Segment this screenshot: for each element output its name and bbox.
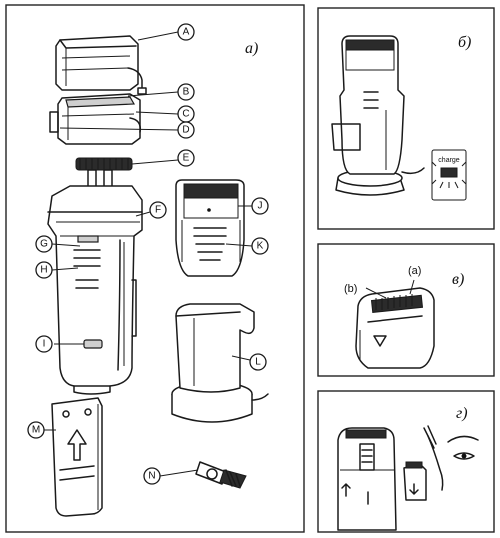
callout-G: G (35, 235, 53, 253)
charge-indicator-drawing: charge (431, 149, 467, 201)
callout-I: I (35, 335, 53, 353)
svg-text:H: H (40, 265, 47, 276)
trimmer-sideburn-drawing (403, 425, 479, 501)
callout-A: A (177, 23, 195, 41)
panel-v-label: в) (452, 271, 464, 288)
callout-K: K (251, 237, 269, 255)
panel-a-label: а) (245, 40, 258, 57)
svg-text:A: A (183, 27, 190, 38)
cutter-block-drawing (49, 93, 142, 145)
svg-text:M: M (32, 425, 40, 436)
callout-M: M (27, 421, 45, 439)
svg-text:L: L (255, 357, 261, 368)
cleaning-brush-drawing (195, 461, 247, 489)
callout-C: C (177, 105, 195, 123)
svg-text:K: K (257, 241, 264, 252)
panel-b-frame (317, 7, 495, 230)
svg-text:B: B (183, 87, 190, 98)
svg-text:D: D (182, 125, 189, 136)
panel-a-frame (5, 4, 305, 533)
callout-E: E (177, 149, 195, 167)
callout-H: H (35, 261, 53, 279)
panel-g-frame (317, 390, 495, 533)
inner-cutter-drawing (75, 157, 133, 189)
svg-text:I: I (43, 339, 46, 350)
charging-stand-drawing (171, 303, 269, 423)
callout-L: L (249, 353, 267, 371)
svg-text:C: C (182, 109, 189, 120)
callout-J: J (251, 197, 269, 215)
wall-mount-drawing (51, 397, 103, 517)
shaver-head-closeup-drawing (355, 287, 435, 369)
panel-g-label: г) (456, 405, 468, 422)
svg-text:E: E (183, 153, 190, 164)
svg-text:J: J (258, 201, 263, 212)
svg-text:F: F (155, 205, 161, 216)
svg-text:G: G (40, 239, 48, 250)
panel-b-label: б) (458, 34, 471, 51)
shaver-body-drawing (47, 185, 143, 395)
panel-v-frame (317, 243, 495, 377)
label-a: (a) (408, 265, 421, 277)
callout-N: N (143, 467, 161, 485)
charge-indicator-label: charge (438, 157, 460, 164)
callout-F: F (149, 201, 167, 219)
shaver-front-drawing (175, 179, 245, 277)
callout-B: B (177, 83, 195, 101)
svg-text:N: N (148, 471, 155, 482)
callout-D: D (177, 121, 195, 139)
shaver-on-charger-drawing (331, 35, 425, 196)
trimmer-shaver-drawing (337, 427, 397, 531)
label-b: (b) (344, 283, 357, 295)
outer-foil-frame-drawing (55, 35, 147, 95)
